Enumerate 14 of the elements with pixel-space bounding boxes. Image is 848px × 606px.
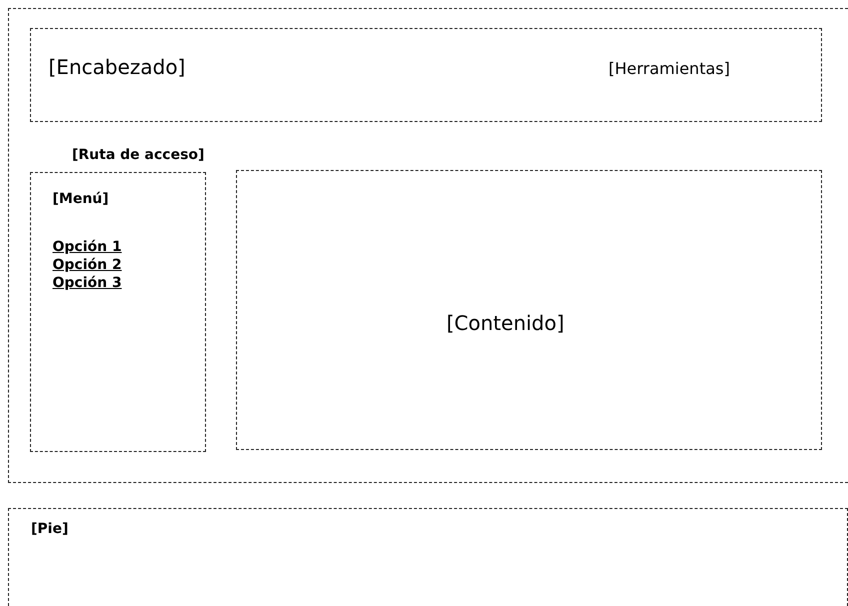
header-title: [Encabezado]: [48, 54, 186, 78]
content-panel: [236, 170, 822, 450]
menu-link: Opción 1: [52, 238, 122, 254]
header-panel: [30, 28, 822, 122]
menu-panel: [30, 172, 206, 452]
content-title: [Contenido]: [446, 310, 564, 334]
footer-title: [Pie]: [31, 521, 68, 537]
menu-link: Opción 2: [52, 256, 122, 272]
tools-label: [Herramientas]: [608, 58, 730, 78]
menu-link: Opción 3: [52, 274, 122, 290]
menu-title: [Menú]: [52, 190, 109, 206]
page-frame: [8, 8, 848, 483]
breadcrumb-label: [Ruta de acceso]: [72, 147, 204, 163]
footer-panel: [8, 508, 848, 606]
